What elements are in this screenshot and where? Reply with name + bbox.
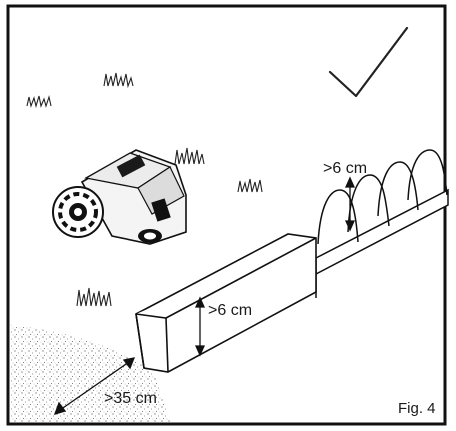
figure-frame xyxy=(6,4,447,426)
robot-mower-icon xyxy=(52,149,187,245)
gravel-area xyxy=(10,325,170,422)
arch-height-arrow xyxy=(344,176,356,232)
arch-height-label: >6 cm xyxy=(323,160,368,177)
gravel-distance-label: >35 cm xyxy=(104,390,157,407)
checkmark-icon xyxy=(328,26,409,98)
edge-height-label: >6 cm xyxy=(208,302,253,319)
beam-obstacle xyxy=(135,233,317,373)
grass-tuft-icon xyxy=(26,72,263,307)
beam-height-arrow xyxy=(194,296,206,357)
figure-caption: Fig. 4 xyxy=(398,400,436,417)
edge-obstacle xyxy=(315,149,449,298)
distance-arrow xyxy=(53,357,136,415)
